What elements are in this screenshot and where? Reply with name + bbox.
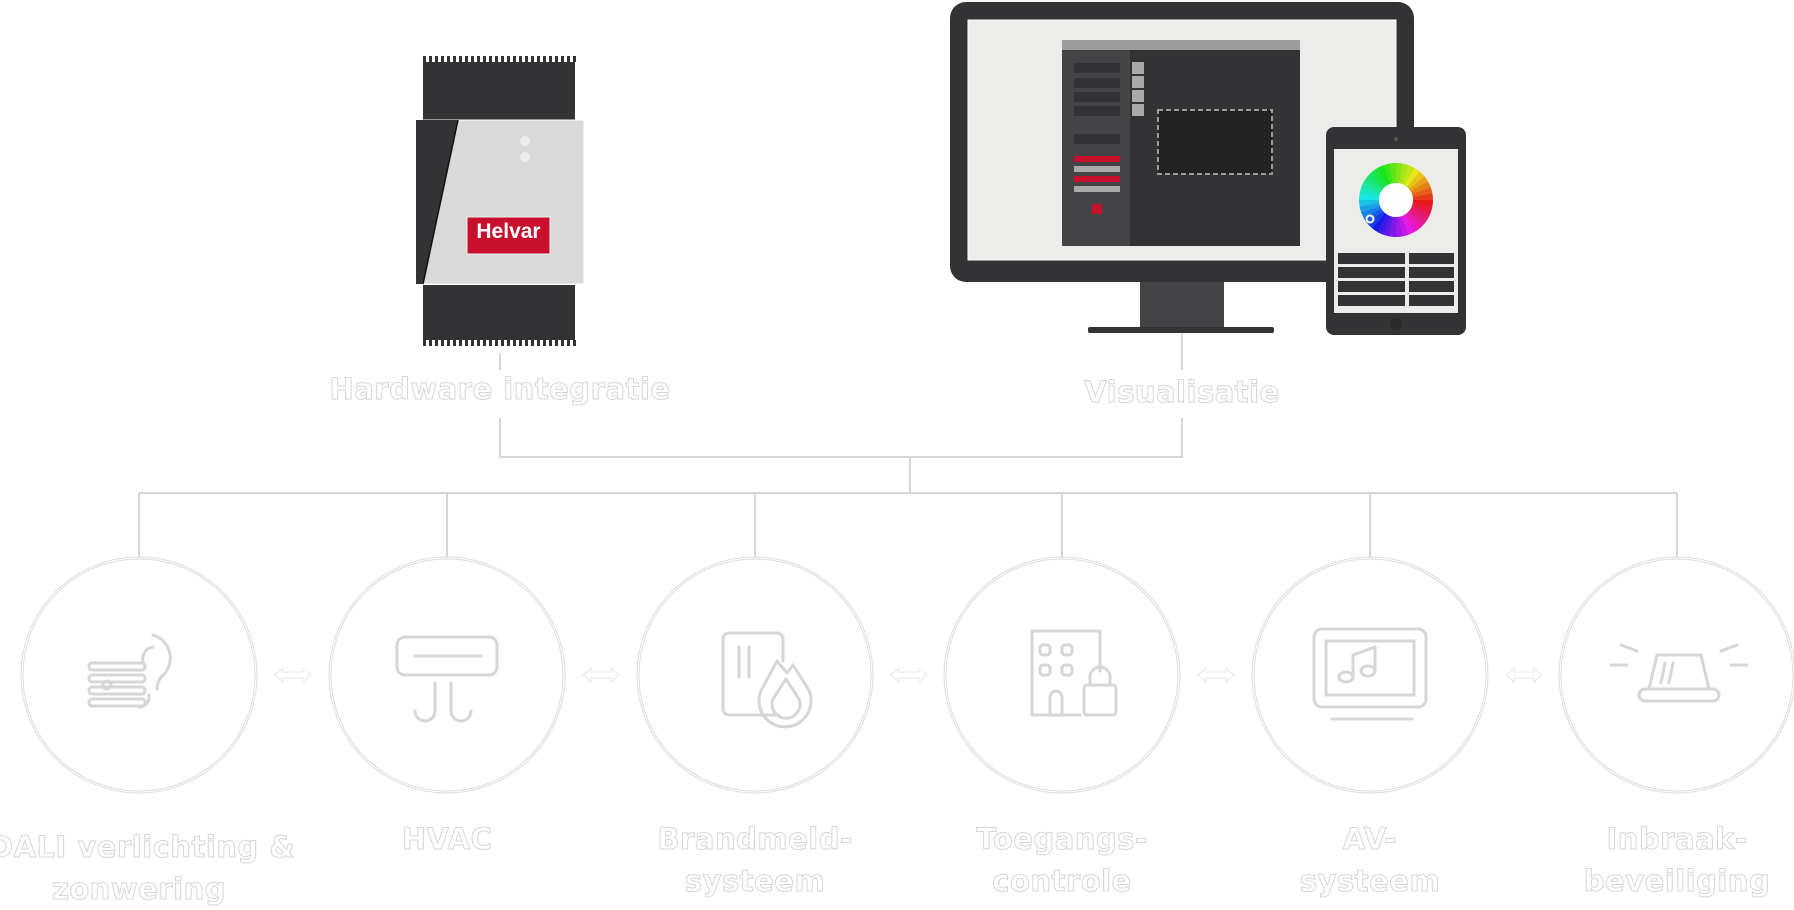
system-circle: [636, 556, 874, 794]
visualisation-node: [948, 0, 1468, 340]
fire-alarm-icon: [721, 631, 813, 729]
system-label-line1: Inbraak-: [1606, 822, 1748, 857]
system-label: DALI verlichting & zonwering: [0, 826, 296, 910]
system-label-line2: zonwering: [51, 872, 227, 907]
color-wheel: [1359, 163, 1433, 238]
system-node: [326, 554, 568, 796]
system-circle: [328, 556, 566, 794]
double-arrow-icon: [271, 663, 315, 687]
system-label-line1: Brandmeld-: [657, 822, 853, 857]
system-label: Toegangs-controle: [912, 818, 1212, 902]
building-lock-icon: [1030, 629, 1118, 717]
system-label: Inbraak-beveiliging: [1527, 818, 1794, 902]
hardware-node: Helvar: [415, 50, 585, 350]
double-arrow-icon: [1194, 663, 1238, 687]
system-label-line2: systeem: [684, 864, 826, 899]
system-node: [18, 554, 260, 796]
system-node: [1556, 554, 1794, 796]
system-node: [634, 554, 876, 796]
system-label-line1: DALI verlichting &: [0, 830, 296, 865]
alarm-beacon-icon: [1609, 643, 1749, 703]
top-bracket: [499, 418, 1183, 458]
helvar-router-device-icon: [415, 56, 585, 346]
lighting-blinds-icon: [87, 633, 172, 709]
double-arrow-icon: [887, 663, 931, 687]
system-label-line2: beveiliging: [1583, 864, 1771, 899]
system-label-line1: AV-: [1342, 822, 1398, 857]
system-circle: [20, 556, 258, 794]
visualisation-label: Visualisatie: [1084, 375, 1280, 410]
air-conditioner-icon: [395, 635, 499, 723]
system-node: [941, 554, 1183, 796]
hardware-label: Hardware integratie: [329, 372, 671, 407]
system-circle: [1558, 556, 1794, 794]
system-label: HVAC: [297, 818, 597, 860]
system-label-line2: controle: [992, 864, 1132, 899]
system-circle: [943, 556, 1181, 794]
system-circle: [1251, 556, 1489, 794]
monitor-and-tablet-icon: [950, 2, 1466, 335]
system-label: AV-systeem: [1220, 818, 1520, 902]
system-node: [1249, 554, 1491, 796]
screen-music-icon: [1312, 627, 1428, 721]
double-arrow-icon: [579, 663, 623, 687]
system-label-line2: systeem: [1299, 864, 1441, 899]
system-label-line1: HVAC: [401, 822, 493, 857]
brand-logo: Helvar: [476, 220, 541, 243]
double-arrow-icon: [1502, 663, 1546, 687]
system-label-line1: Toegangs-: [976, 822, 1148, 857]
system-label: Brandmeld-systeem: [605, 818, 905, 902]
